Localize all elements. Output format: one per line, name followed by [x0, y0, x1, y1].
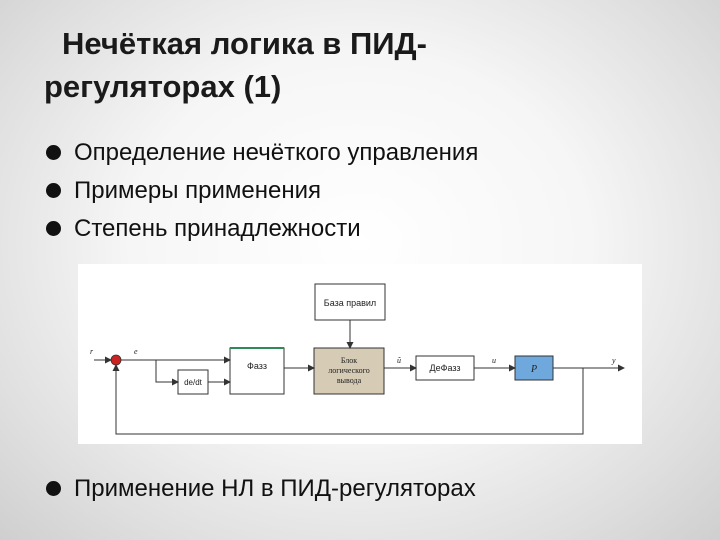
slide-title-line-1: Нечёткая логика в ПИД-: [62, 26, 427, 61]
inference-label-line-2: логического: [328, 366, 369, 375]
fuzzifier-label: Фазз: [247, 361, 267, 371]
rule-base-label: База правил: [324, 298, 376, 308]
signal-label-u: u: [492, 356, 496, 365]
bullet-list-bottom: Применение НЛ в ПИД-регуляторах: [44, 470, 476, 508]
feedback-line: [112, 364, 584, 435]
fuzzifier-block: [229, 347, 285, 395]
bullet-text: Примеры применения: [74, 177, 321, 204]
derivative-label: de/dt: [184, 378, 203, 387]
bullet-dot-icon: [46, 221, 61, 236]
defuzzifier-label: ДеФазз: [430, 363, 461, 373]
inference-label-line-3: вывода: [337, 376, 362, 385]
diagram-canvas: База правил Фазз Блок логического вывода…: [90, 283, 625, 435]
bullet-dot-icon: [46, 481, 61, 496]
bullet-item: Примеры применения: [44, 172, 478, 210]
signal-label-u-tilde: ũ: [397, 356, 401, 365]
bullet-item: Степень принадлежности: [44, 210, 478, 248]
signal-line-derivative-in: [155, 360, 179, 386]
bullet-text: Применение НЛ в ПИД-регуляторах: [74, 475, 476, 502]
signal-label-y: y: [611, 356, 616, 365]
bullet-item: Применение НЛ в ПИД-регуляторах: [44, 470, 476, 508]
bullet-dot-icon: [46, 145, 61, 160]
slide-title: Нечёткая логика в ПИД- регуляторах (1): [44, 22, 604, 108]
inference-block: [313, 347, 385, 395]
defuzzifier-block: [415, 355, 475, 381]
summing-junction: [110, 354, 122, 366]
bullet-list: Определение нечёткого управления Примеры…: [44, 134, 478, 248]
inference-label-line-1: Блок: [341, 356, 357, 365]
bullet-item: Определение нечёткого управления: [44, 134, 478, 172]
slide-title-line-2: регуляторах (1): [44, 69, 282, 104]
plant-label: P: [530, 364, 537, 375]
bullet-text: Степень принадлежности: [74, 215, 361, 242]
rule-base-block: [314, 283, 386, 321]
bullet-dot-icon: [46, 183, 61, 198]
fuzzy-pid-block-diagram: База правил Фазз Блок логического вывода…: [78, 264, 642, 444]
bullet-text: Определение нечёткого управления: [74, 139, 479, 166]
signal-label-e: e: [134, 347, 138, 356]
signal-label-r: r: [90, 347, 94, 356]
